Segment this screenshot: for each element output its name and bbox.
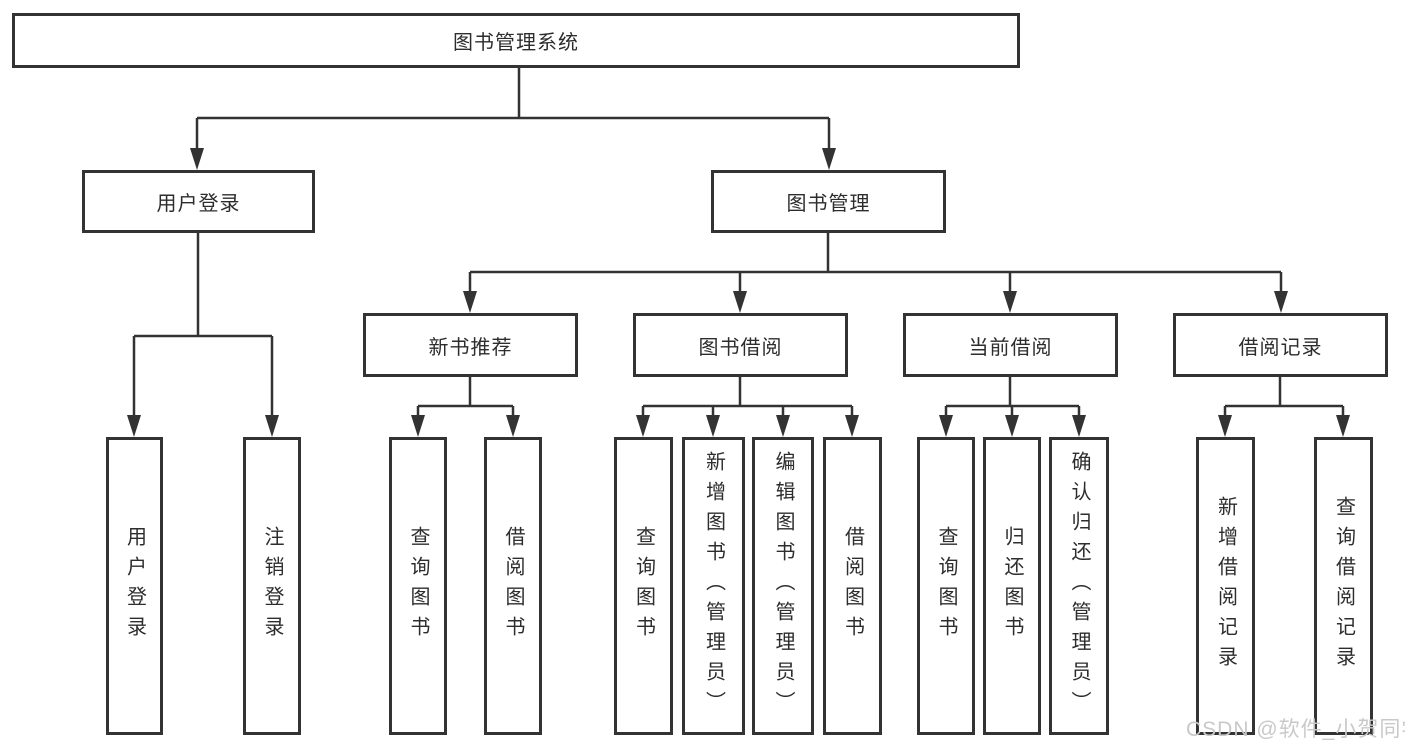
leaf-query-books-recommend-label: 查询图书 <box>407 526 429 646</box>
leaf-add-borrow-record: 新增借阅记录 <box>1196 437 1255 735</box>
leaf-query-borrow-record: 查询借阅记录 <box>1314 437 1373 735</box>
arrowheads-level2 <box>190 148 836 170</box>
connector-book-borrow-to-leaves <box>641 377 854 418</box>
node-borrow-records-label: 借阅记录 <box>1238 336 1323 359</box>
leaf-query-books-borrow: 查询图书 <box>614 437 673 735</box>
arrowheads-user-login-leaves <box>127 415 279 437</box>
node-book-management: 图书管理 <box>711 170 946 233</box>
leaf-borrow-books-borrow-label: 借阅图书 <box>841 526 864 646</box>
arrowheads-book-borrow-leaves <box>636 415 859 437</box>
node-book-borrow-label: 图书借阅 <box>698 336 783 359</box>
node-current-borrow-label: 当前借阅 <box>968 336 1053 359</box>
node-root-library-management-system: 图书管理系统 <box>12 13 1020 68</box>
leaf-query-borrow-record-label: 查询借阅记录 <box>1332 496 1355 676</box>
node-book-management-label: 图书管理 <box>786 193 871 215</box>
node-root-label: 图书管理系统 <box>453 32 579 54</box>
connector-user-login-to-leaves <box>132 233 274 418</box>
leaf-return-books: 归还图书 <box>983 437 1041 735</box>
node-user-login-label: 用户登录 <box>156 193 241 215</box>
leaf-return-books-label: 归还图书 <box>1001 526 1023 646</box>
leaf-borrow-books-borrow: 借阅图书 <box>823 437 882 735</box>
arrowheads-current-borrow-leaves <box>939 415 1086 437</box>
connector-borrow-records-to-leaves <box>1223 377 1345 418</box>
leaf-borrow-books-recommend-label: 借阅图书 <box>502 526 524 646</box>
leaf-logout-label: 注销登录 <box>261 526 283 646</box>
leaf-confirm-return-admin-label: 确认归还（管理员） <box>1068 451 1090 721</box>
arrowheads-borrow-records-leaves <box>1218 415 1350 437</box>
node-borrow-records: 借阅记录 <box>1173 313 1388 377</box>
csdn-watermark: CSDN @软件_小贺同学 <box>1186 718 1405 741</box>
arrowheads-new-book-recommend-leaves <box>411 415 520 437</box>
leaf-user-login-label: 用户登录 <box>123 526 146 646</box>
node-new-book-recommend: 新书推荐 <box>363 313 578 377</box>
connector-root-to-level2 <box>195 68 831 150</box>
leaf-logout: 注销登录 <box>243 437 301 735</box>
connector-book-management-to-level3 <box>468 233 1283 293</box>
leaf-query-books-current: 查询图书 <box>917 437 975 735</box>
connector-new-book-recommend-to-leaves <box>416 377 515 418</box>
leaf-borrow-books-recommend: 借阅图书 <box>484 437 542 735</box>
node-current-borrow: 当前借阅 <box>903 313 1118 377</box>
leaf-query-books-recommend: 查询图书 <box>389 437 447 735</box>
node-user-login: 用户登录 <box>82 170 315 233</box>
leaf-edit-book-admin-label: 编辑图书（管理员） <box>772 451 794 721</box>
connector-current-borrow-to-leaves <box>944 377 1081 418</box>
arrowheads-level3 <box>463 291 1288 313</box>
leaf-add-book-admin-label: 新增图书（管理员） <box>702 451 725 721</box>
leaf-query-books-borrow-label: 查询图书 <box>632 526 655 646</box>
node-new-book-recommend-label: 新书推荐 <box>428 336 513 359</box>
leaf-add-book-admin: 新增图书（管理员） <box>682 437 745 735</box>
leaf-user-login: 用户登录 <box>106 437 163 735</box>
leaf-query-books-current-label: 查询图书 <box>935 526 957 646</box>
leaf-edit-book-admin: 编辑图书（管理员） <box>752 437 814 735</box>
leaf-add-borrow-record-label: 新增借阅记录 <box>1214 496 1237 676</box>
node-book-borrow: 图书借阅 <box>633 313 848 377</box>
leaf-confirm-return-admin: 确认归还（管理员） <box>1049 437 1109 735</box>
